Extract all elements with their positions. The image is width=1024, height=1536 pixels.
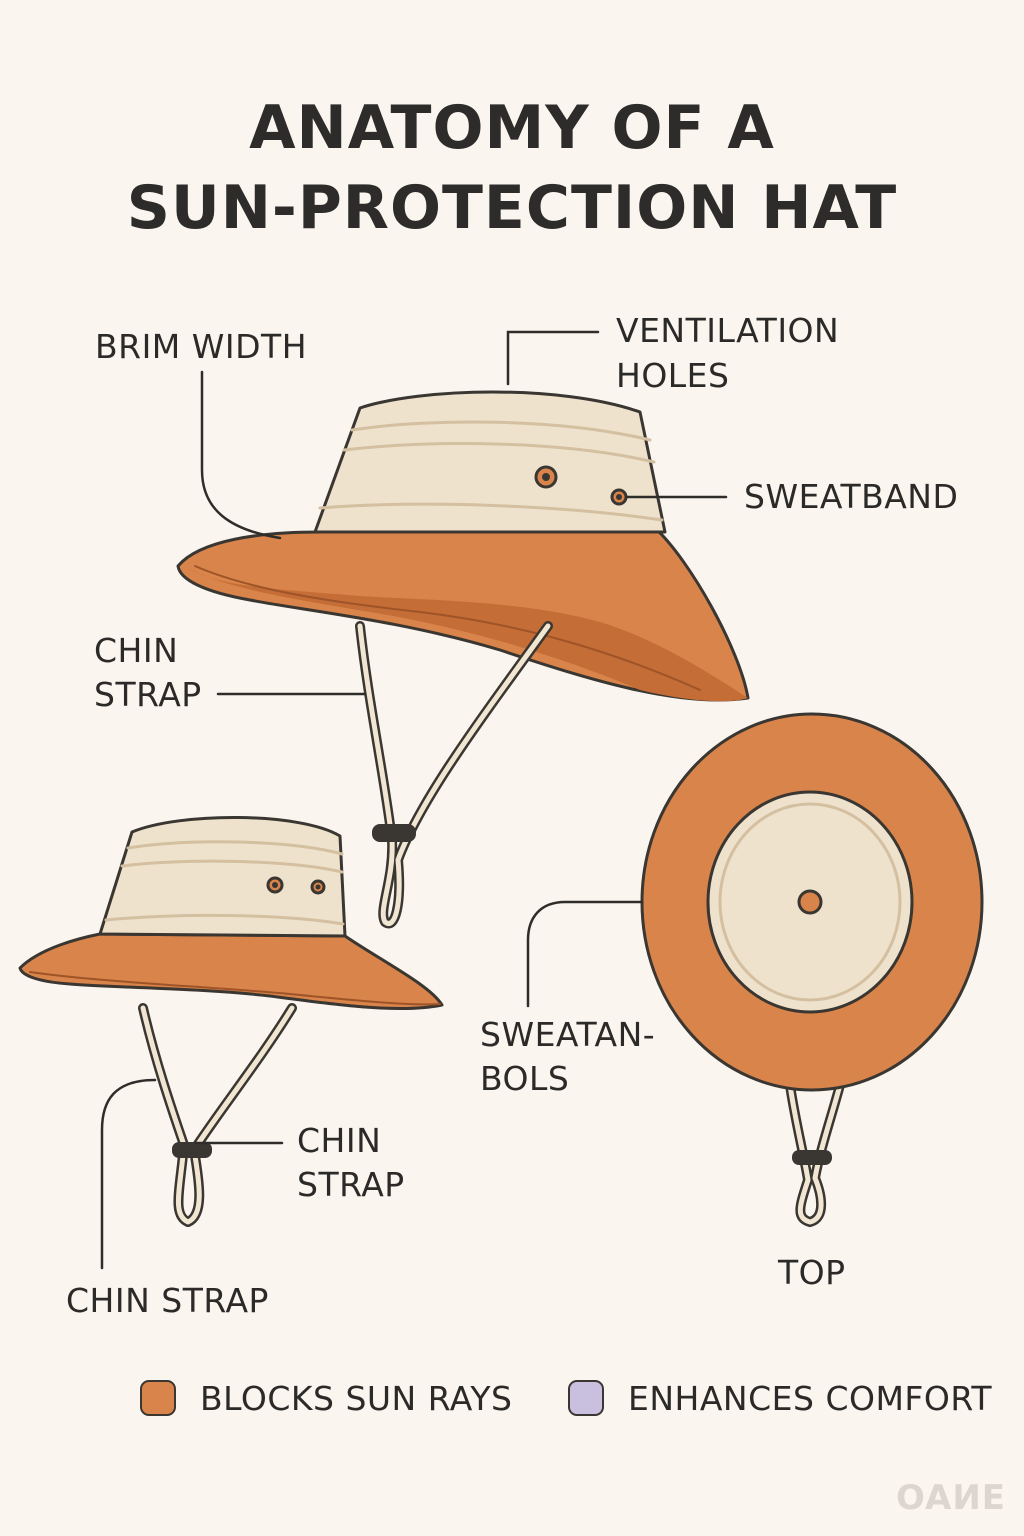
page-title: ANATOMY OF A SUN-PROTECTION HAT — [0, 88, 1024, 248]
large-hat — [176, 390, 750, 929]
top-view-hat — [640, 712, 984, 1228]
legend-label: BLOCKS SUN RAYS — [200, 1379, 513, 1418]
label-top-view: TOP — [778, 1253, 846, 1292]
label-chin-strap-top-line-1: CHIN — [94, 631, 179, 670]
leader-lines — [100, 330, 728, 1270]
leader-ventilation — [506, 330, 600, 386]
legend-swatch-orange — [140, 1380, 176, 1416]
ventilation-hole-icon — [797, 889, 823, 915]
strap-toggle-icon — [792, 1150, 832, 1165]
legend-label: ENHANCES COMFORT — [628, 1379, 993, 1418]
title-line-2: SUN-PROTECTION HAT — [126, 173, 898, 243]
leader-brim-width — [200, 370, 282, 540]
legend-swatch-lavender — [568, 1380, 604, 1416]
ventilation-hole-icon — [610, 488, 628, 506]
label-chin-strap-top-line-2: STRAP — [94, 675, 202, 714]
watermark: OAИE — [896, 1478, 1006, 1518]
label-brim-width: BRIM WIDTH — [95, 327, 308, 366]
ventilation-hole-icon — [266, 876, 284, 894]
label-sweatan-line-2: BOLS — [480, 1059, 570, 1098]
large-hat-brim-underside — [188, 568, 748, 702]
small-hat-brim — [18, 932, 444, 1011]
small-hat-crown — [98, 815, 347, 938]
strap-toggle-icon — [372, 824, 416, 842]
label-chin-strap-bottom: CHIN STRAP — [66, 1281, 269, 1320]
label-ventilation-line-1: VENTILATION — [616, 311, 840, 350]
label-chin-strap-mid-line-1: CHIN — [297, 1121, 382, 1160]
label-sweatband: SWEATBAND — [744, 477, 959, 516]
title-line-1: ANATOMY OF A — [249, 93, 775, 163]
leader-chin-strap-bottom — [100, 1078, 157, 1270]
large-hat-crown — [313, 390, 667, 534]
label-ventilation-line-2: HOLES — [616, 356, 730, 395]
label-chin-strap-mid-line-2: STRAP — [297, 1165, 405, 1204]
leader-sweatan — [526, 900, 644, 1008]
ventilation-hole-icon — [310, 879, 326, 895]
strap-toggle-icon — [172, 1142, 212, 1158]
small-hat — [18, 815, 444, 1227]
label-sweatan-line-1: SWEATAN- — [480, 1015, 656, 1054]
ventilation-hole-icon — [534, 465, 558, 489]
